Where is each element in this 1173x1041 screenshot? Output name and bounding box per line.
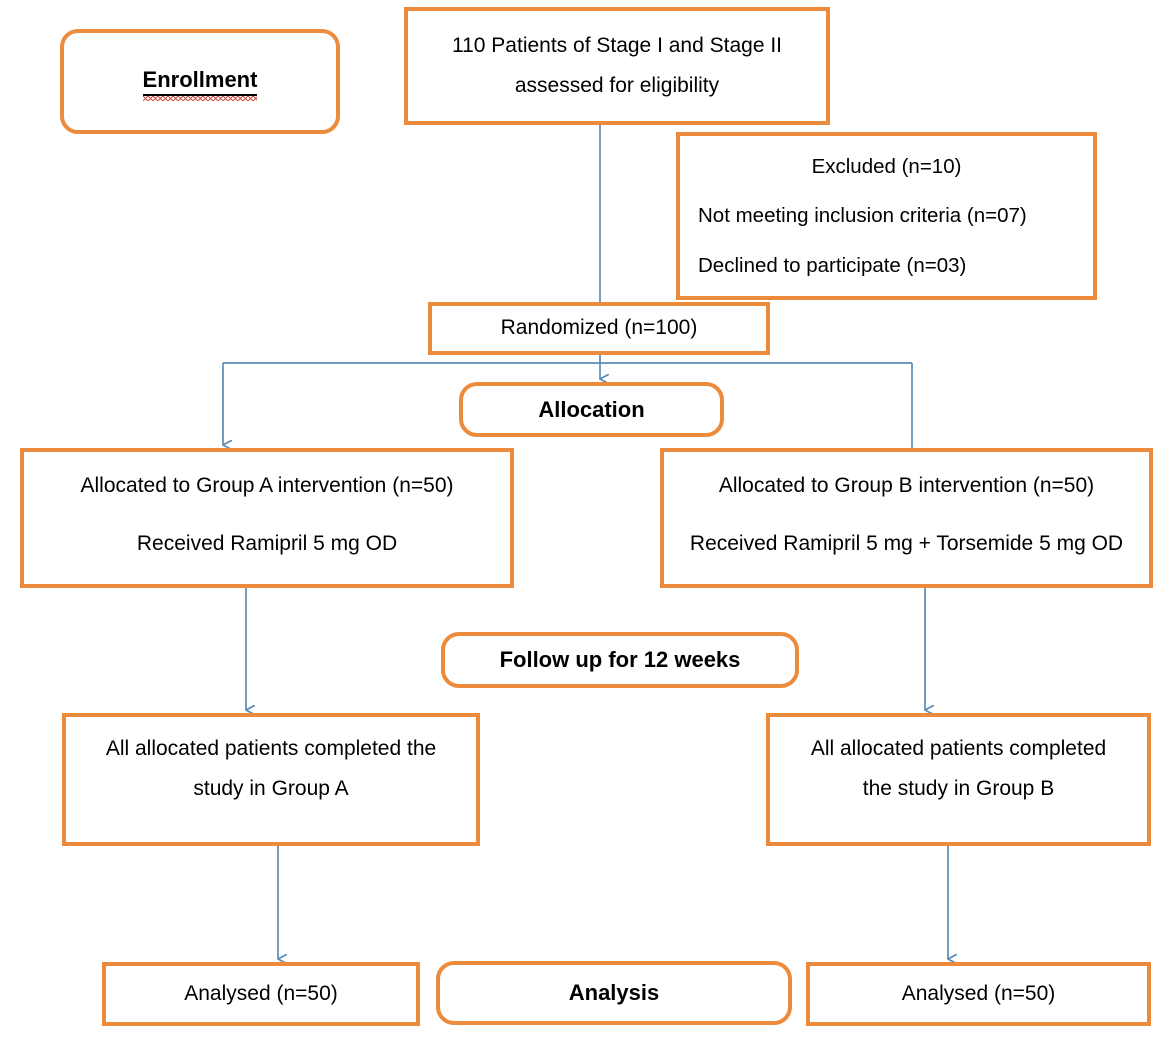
excluded-reason-1: Not meeting inclusion criteria (n=07) — [698, 204, 1027, 228]
allocation-label: Allocation — [538, 396, 645, 422]
node-group-a-analysed: Analysed (n=50) — [102, 962, 420, 1026]
group-a-line-2: Received Ramipril 5 mg OD — [136, 532, 398, 556]
completed-b-line-1: All allocated patients completed — [810, 737, 1107, 760]
analysed-b-label: Analysed (n=50) — [901, 981, 1056, 1005]
excluded-reason-2: Declined to participate (n=03) — [698, 253, 967, 277]
group-b-line-2: Received Ramipril 5 mg + Torsemide 5 mg … — [689, 532, 1124, 556]
completed-a-line-1: All allocated patients completed the — [105, 737, 437, 760]
node-group-a-allocation: Allocated to Group A intervention (n=50)… — [20, 448, 514, 588]
assessed-line-1: 110 Patients of Stage I and Stage II — [451, 33, 782, 57]
stage-banner-enrollment: Enrollment — [60, 29, 340, 134]
stage-banner-allocation: Allocation — [459, 382, 724, 437]
node-group-b-completed: All allocated patients completed the stu… — [766, 713, 1151, 846]
group-a-line-1: Allocated to Group A intervention (n=50) — [80, 474, 454, 497]
spellcheck-squiggle-icon — [142, 95, 258, 101]
randomized-label: Randomized (n=100) — [500, 316, 698, 340]
analysis-label: Analysis — [568, 980, 660, 1006]
node-group-b-allocation: Allocated to Group B intervention (n=50)… — [660, 448, 1153, 588]
node-assessed-for-eligibility: 110 Patients of Stage I and Stage II ass… — [404, 7, 830, 125]
excluded-heading: Excluded (n=10) — [811, 154, 962, 178]
completed-a-line-2: study in Group A — [193, 777, 349, 801]
node-randomized: Randomized (n=100) — [428, 302, 770, 355]
node-group-b-analysed: Analysed (n=50) — [806, 962, 1151, 1026]
assessed-line-2: assessed for eligibility — [514, 74, 720, 97]
node-group-a-completed: All allocated patients completed the stu… — [62, 713, 480, 846]
analysed-a-label: Analysed (n=50) — [184, 981, 338, 1005]
stage-banner-analysis: Analysis — [436, 961, 792, 1025]
node-excluded: Excluded (n=10) Not meeting inclusion cr… — [676, 132, 1097, 300]
group-b-line-1: Allocated to Group B intervention (n=50) — [718, 474, 1095, 497]
enrollment-label: Enrollment — [64, 67, 336, 101]
followup-label: Follow up for 12 weeks — [499, 647, 741, 673]
stage-banner-followup: Follow up for 12 weeks — [441, 632, 799, 688]
completed-b-line-2: the study in Group B — [862, 777, 1055, 801]
